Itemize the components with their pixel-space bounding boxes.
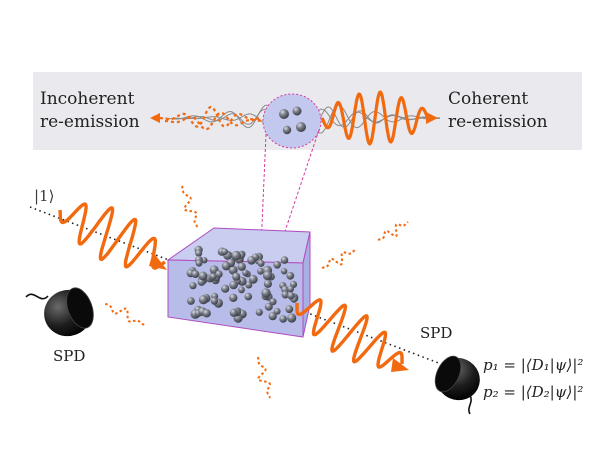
- atom-sphere-icon: [202, 309, 211, 318]
- atom-sphere-icon: [292, 106, 302, 116]
- atom-sphere-icon: [229, 280, 238, 290]
- atom-sphere-icon: [238, 286, 245, 294]
- scattered-photon-wiggle: [377, 221, 409, 241]
- atom-sphere-icon: [210, 273, 217, 280]
- atom-sphere-icon: [210, 297, 219, 305]
- atom-sphere-icon: [195, 259, 203, 267]
- atom-sphere-icon: [247, 255, 256, 265]
- atom-sphere-icon: [257, 259, 265, 267]
- atom-sphere-icon: [279, 315, 287, 323]
- atom-sphere-icon: [195, 249, 203, 257]
- atom-sphere-icon: [198, 295, 208, 305]
- atom-sphere-icon: [221, 248, 228, 255]
- atom-sphere-icon: [279, 109, 289, 119]
- left-detector-icon: [25, 287, 94, 337]
- atom-sphere-icon: [231, 250, 241, 261]
- equation-p2: p₂ = |⟨D₂|ψ⟩|²: [483, 383, 584, 401]
- atom-sphere-icon: [229, 308, 238, 317]
- coherent-reemission-wave: [320, 90, 430, 146]
- atom-sphere-icon: [285, 305, 294, 314]
- atom-sphere-icon: [280, 256, 289, 264]
- atom-sphere-icon: [257, 267, 264, 275]
- scattered-photon-wiggle: [102, 302, 145, 326]
- atom-sphere-icon: [282, 125, 292, 135]
- outgoing-arrow-head: [391, 358, 409, 372]
- incoherent-arrow-head: [150, 113, 160, 123]
- input-state-label: |1⟩: [34, 187, 55, 205]
- atom-sphere-icon: [268, 312, 277, 321]
- incoherent-reemission-waves: [159, 105, 263, 131]
- atom-sphere-icon: [189, 282, 197, 290]
- atom-sphere-icon: [198, 271, 208, 281]
- atom-sphere-icon: [280, 268, 288, 275]
- atom-sphere-icon: [263, 279, 272, 288]
- atom-sphere-icon: [237, 262, 246, 271]
- left-spd-label: SPD: [53, 347, 86, 365]
- atom-sphere-icon: [242, 269, 249, 276]
- atom-sphere-icon: [262, 270, 273, 281]
- zoom-lines: [259, 129, 320, 271]
- outgoing-photon-wave: [295, 298, 404, 369]
- atom-sphere-icon: [191, 270, 200, 278]
- coherent-arrow-head: [426, 112, 438, 124]
- atom-sphere-icon: [273, 308, 281, 315]
- incoherent-label: Incoherent re-emission: [40, 89, 140, 132]
- atom-sphere-icon: [286, 271, 295, 280]
- atom-sphere-icon: [287, 285, 295, 293]
- scattered-photons: [102, 185, 409, 399]
- scattered-photon-wiggle: [257, 356, 271, 399]
- zoom-atoms: [279, 106, 306, 135]
- incoming-arrow-head: [149, 252, 167, 270]
- atom-sphere-icon: [248, 274, 258, 284]
- atom-sphere-icon: [261, 288, 271, 298]
- atom-sphere-icon: [287, 292, 295, 300]
- atom-sphere-icon: [201, 257, 208, 264]
- incoming-photon-wave: [58, 202, 166, 270]
- equation-p1: p₁ = |⟨D₁|ψ⟩|²: [483, 356, 584, 374]
- atom-sphere-icon: [229, 293, 238, 302]
- scattered-photon-wiggle: [321, 249, 356, 269]
- coherent-label: Coherent re-emission: [448, 89, 548, 132]
- atom-sphere-icon: [273, 261, 282, 269]
- atom-cloud-box: [166, 227, 311, 338]
- atom-sphere-icon: [215, 270, 223, 278]
- atom-sphere-icon: [245, 281, 253, 289]
- atom-sphere-icon: [221, 284, 230, 293]
- atom-sphere-icon: [287, 313, 297, 323]
- atom-sphere-icon: [281, 290, 290, 299]
- right-detector-icon: [434, 355, 480, 415]
- atom-sphere-icon: [255, 308, 263, 316]
- right-spd-label: SPD: [420, 324, 453, 342]
- atom-sphere-icon: [244, 292, 253, 301]
- atom-sphere-icon: [269, 298, 277, 306]
- atom-sphere-icon: [228, 265, 238, 275]
- atom-sphere-icon: [296, 122, 306, 132]
- atom-sphere-icon: [232, 272, 241, 281]
- atom-sphere-icon: [264, 302, 273, 311]
- scattered-photon-wiggle: [181, 185, 199, 229]
- atom-sphere-icon: [187, 297, 195, 305]
- atom-sphere-icon: [221, 261, 231, 271]
- zoom-circle: [262, 93, 322, 149]
